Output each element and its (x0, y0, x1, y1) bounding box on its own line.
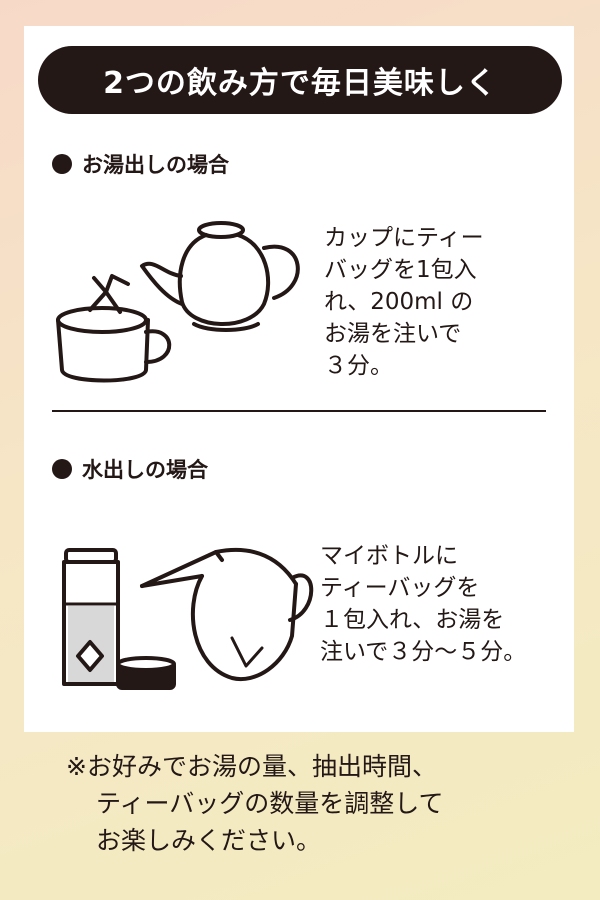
teabag-icon (88, 274, 130, 314)
hot-line: ３分。 (324, 353, 393, 379)
cold-line: 注いで３分～５分。 (320, 639, 527, 665)
pitcher-icon (140, 547, 314, 682)
bullet-icon (52, 459, 72, 479)
cup-icon (56, 306, 172, 383)
hot-description: カップにティー バッグを1包入 れ、200ml の お湯を注いで ３分。 (324, 222, 484, 382)
hot-heading-label: お湯出しの場合 (82, 153, 229, 177)
cold-section-heading: 水出しの場合 (52, 454, 208, 484)
usage-note: ※お好みでお湯の量、抽出時間、 ティーバッグの数量を調整して お楽しみください。 (66, 748, 444, 859)
note-line: お楽しみください。 (96, 826, 322, 855)
page-title: 2つの飲み方で毎日美味しく (103, 66, 497, 101)
note-line: ※お好みでお湯の量、抽出時間、 (66, 752, 437, 781)
title-bar: 2つの飲み方で毎日美味しく (38, 46, 562, 114)
cold-illustration (62, 547, 314, 690)
hot-line: バッグを1包入 (324, 257, 477, 283)
teapot-icon (140, 221, 300, 332)
cold-description: マイボトルに ティーバッグを １包入れ、お湯を 注いで３分～５分。 (320, 540, 526, 668)
hot-section-heading: お湯出しの場合 (52, 149, 229, 179)
hot-line: お湯を注いで (324, 321, 462, 347)
hot-illustration (56, 221, 300, 383)
hot-line: れ、200ml の (324, 289, 474, 315)
bottle-cap-icon (116, 656, 176, 690)
cold-line: マイボトルに (320, 543, 458, 569)
hot-line: カップにティー (324, 225, 484, 251)
cold-line: ティーバッグを (320, 575, 480, 601)
section-divider (52, 410, 546, 412)
bottle-icon (62, 548, 120, 686)
instruction-card: 2つの飲み方で毎日美味しく お湯出しの場合 (24, 26, 574, 732)
cold-line: １包入れ、お湯を (320, 607, 505, 633)
bullet-icon (52, 154, 72, 174)
note-line: ティーバッグの数量を調整して (96, 789, 444, 818)
cold-heading-label: 水出しの場合 (82, 458, 208, 482)
